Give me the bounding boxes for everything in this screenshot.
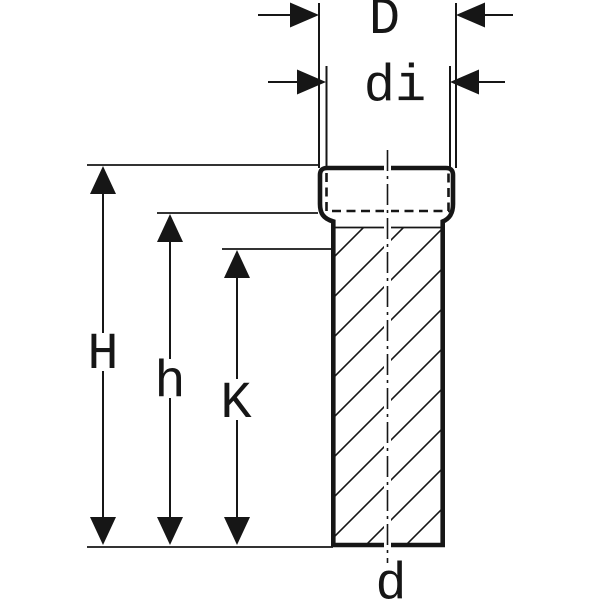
dim-label-h: h: [154, 353, 185, 412]
dim-label-di: di: [364, 57, 426, 116]
dim-h-line: [157, 214, 183, 545]
fitting-outline: [317, 165, 456, 548]
dim-H-line: [90, 166, 116, 545]
dim-di-arrows: [268, 69, 505, 95]
dim-label-d: d: [375, 555, 406, 600]
dim-label-H: H: [87, 325, 118, 384]
dim-label-D: D: [369, 0, 400, 49]
dim-D-arrows: [258, 2, 513, 28]
dim-K-line: [224, 250, 250, 545]
extension-lines-left: [87, 164, 333, 548]
extension-lines-top: [318, 3, 457, 168]
socket-bore-hidden-line: [325, 173, 450, 213]
dim-label-K: K: [220, 374, 252, 433]
